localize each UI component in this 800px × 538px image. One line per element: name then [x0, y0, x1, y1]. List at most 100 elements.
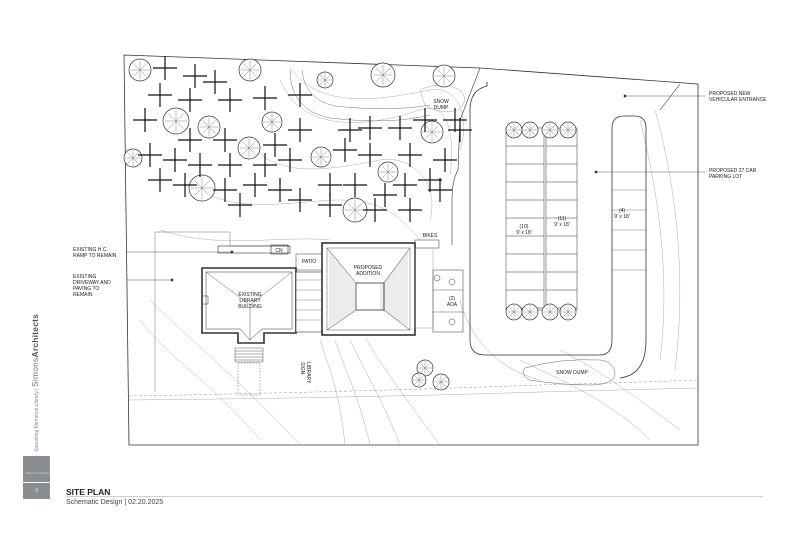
tree-deciduous [432, 64, 456, 88]
upper-drive [289, 69, 431, 122]
tree-conifer [228, 193, 252, 217]
tree-conifer [148, 83, 172, 107]
label-stall-mid: (11)9' x 18' [554, 216, 570, 228]
tree-conifer [428, 178, 452, 202]
tree-deciduous [261, 111, 283, 133]
plaza [414, 247, 434, 329]
label-bikes: BIKES [423, 233, 438, 239]
ada-stalls [432, 269, 464, 333]
tree-deciduous [377, 161, 399, 183]
tree-deciduous [197, 115, 221, 139]
tree-conifer [153, 56, 177, 80]
tree-deciduous [123, 148, 143, 168]
tree-conifer [398, 143, 422, 167]
ada-symbol [448, 318, 456, 326]
tree-conifer [218, 153, 242, 177]
label-snow-dump-bottom: SNOW DUMP [556, 370, 588, 376]
library-steps [234, 347, 264, 396]
snow-dump-bottom-area [523, 359, 616, 386]
tree-conifer [288, 118, 312, 142]
tree-conifer [433, 148, 457, 172]
tree-conifer [288, 83, 312, 107]
tree-conifer [318, 193, 342, 217]
tree-deciduous [188, 174, 216, 202]
tree-conifer [213, 178, 237, 202]
label-ada: (2)ADA [447, 296, 458, 308]
tree-conifer [388, 116, 412, 140]
tree-conifer [418, 168, 442, 192]
page-number: 9 [23, 483, 50, 499]
tree-conifer [443, 108, 467, 132]
tree-conifer [343, 173, 367, 197]
tree-conifer [333, 138, 357, 162]
road-edge [128, 379, 699, 397]
tree-conifer [253, 153, 277, 177]
label-cn: CN [275, 248, 283, 254]
tree-conifer [288, 188, 312, 212]
library-chimney [201, 295, 209, 305]
sheet-title: SITE PLAN [66, 487, 111, 497]
tree-deciduous [162, 107, 190, 135]
tree-conifer [183, 64, 207, 88]
tree-deciduous [316, 71, 334, 89]
tree-conifer [188, 153, 212, 177]
tree-deciduous [505, 303, 523, 321]
tree-conifer [178, 128, 202, 152]
tree-deciduous [420, 120, 444, 144]
parking-stalls [505, 127, 578, 311]
tree-conifer [358, 143, 382, 167]
tree-conifer [148, 168, 172, 192]
tree-conifer [363, 198, 387, 222]
tree-deciduous [521, 121, 539, 139]
tree-deciduous [559, 303, 577, 321]
tree-deciduous [237, 136, 261, 160]
hc-ramp [217, 245, 291, 254]
proposed-addition [321, 242, 416, 336]
tree-deciduous [505, 121, 523, 139]
tree-conifer [338, 118, 362, 142]
ada-symbol [448, 278, 456, 286]
tree-deciduous [559, 121, 577, 139]
label-stall-left: (10)9' x 18' [516, 224, 532, 236]
tree-deciduous [310, 146, 332, 168]
parking-lot-outline [469, 82, 647, 379]
tree-conifer [398, 198, 422, 222]
tree-conifer [253, 86, 277, 110]
tree-deciduous [432, 373, 450, 391]
tree-deciduous [238, 58, 262, 82]
tree-conifer [448, 118, 472, 142]
tree-deciduous [541, 121, 559, 139]
tree-conifer [243, 173, 267, 197]
tree-conifer [373, 183, 397, 207]
tree-conifer [263, 133, 287, 157]
road-edge-lower [128, 387, 699, 401]
cn-box [270, 244, 289, 255]
bike-area [414, 239, 440, 249]
parking-entrance-inner [659, 83, 681, 111]
tree-deciduous [370, 62, 396, 88]
tree-deciduous [411, 372, 427, 388]
tree-conifer [178, 88, 202, 112]
tree-conifer [393, 173, 417, 197]
label-patio: PATIO [302, 259, 316, 265]
tree-conifer [203, 70, 227, 94]
tree-conifer [358, 116, 382, 140]
tree-conifer [163, 148, 187, 172]
tree-conifer [138, 143, 162, 167]
label-stall-right: (4)9' x 18' [614, 208, 630, 220]
parking-entrance-outer [451, 67, 481, 245]
firm-sidebar: Spaulding Memorial Library | SimonsArchi… [30, 313, 40, 452]
tree-conifer [173, 173, 197, 197]
tree-layer [123, 56, 577, 391]
contour-lines [139, 67, 681, 446]
label-hc-ramp: EXISTING H.C.RAMP TO REMAIN [73, 247, 117, 259]
firm-logo: Simons Architects [23, 456, 50, 482]
